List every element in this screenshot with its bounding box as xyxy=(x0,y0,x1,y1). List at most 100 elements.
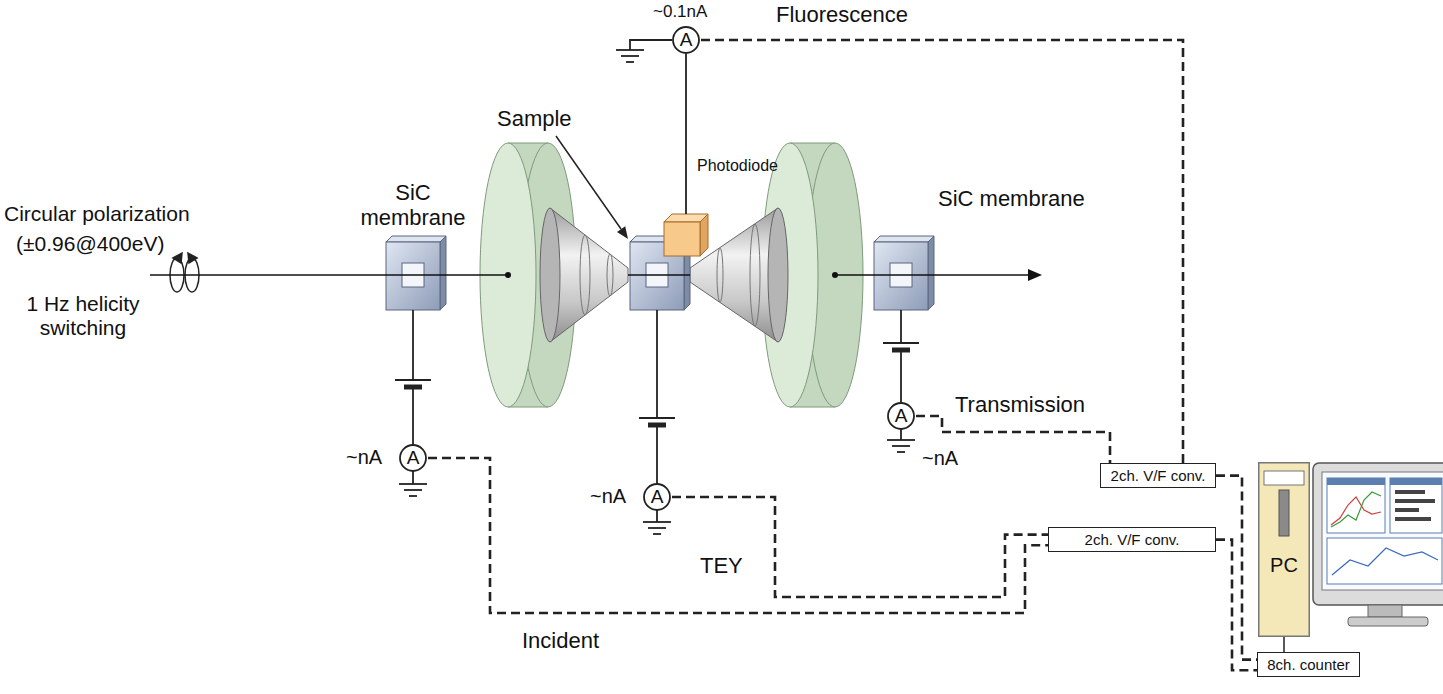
annotation-label: ~0.1nA xyxy=(653,2,707,22)
annotation-label: Incident xyxy=(522,628,599,653)
signal-cable xyxy=(701,40,1183,463)
annotation-label: 1 Hz helicity switching xyxy=(8,292,158,340)
leader-arrow xyxy=(556,136,621,229)
polarization-symbol xyxy=(170,253,199,292)
monitor xyxy=(1395,517,1431,521)
electron-detector-disc xyxy=(607,254,613,296)
polarization-symbol xyxy=(173,253,182,263)
bias-wiring xyxy=(412,310,414,380)
x-ray-beam xyxy=(628,274,690,276)
x-ray-beam xyxy=(835,274,1030,276)
ammeter-outline xyxy=(888,403,914,429)
monitor xyxy=(1348,617,1428,626)
x-ray-beam xyxy=(150,269,1042,281)
bias-wiring xyxy=(892,445,910,447)
node-text: A xyxy=(680,29,693,51)
sic-membrane xyxy=(386,236,446,310)
bias-wiring xyxy=(900,352,902,403)
annotation-label: Photodiode xyxy=(697,157,778,175)
bias-wiring xyxy=(887,439,915,441)
sic-membrane xyxy=(386,236,446,242)
node-text: PC xyxy=(1258,554,1310,577)
x-ray-beam xyxy=(832,272,838,278)
monitor xyxy=(1390,478,1442,485)
annotation-label: TEY xyxy=(700,553,743,578)
annotation-label: Fluorescence xyxy=(776,2,908,27)
annotation-label: Transmission xyxy=(955,392,1085,417)
bias-wiring xyxy=(395,379,431,381)
converter-box: 2ch. V/F conv. xyxy=(1100,463,1216,488)
monitor xyxy=(1395,490,1425,494)
electron-detector-disc xyxy=(790,407,835,408)
node-text: 2ch. V/F conv. xyxy=(1111,467,1206,484)
monitor xyxy=(1390,478,1442,533)
monitor xyxy=(1327,478,1385,533)
leader-arrow xyxy=(617,226,628,239)
bias-wiring xyxy=(685,54,687,214)
signal-cable xyxy=(672,497,1048,597)
annotation-label: (±0.96@400eV) xyxy=(16,232,164,256)
electron-detector-disc xyxy=(790,143,835,144)
counter-box: 8ch. counter xyxy=(1257,652,1360,677)
bias-wiring xyxy=(399,483,427,485)
bias-wiring xyxy=(626,61,634,63)
electron-detector-disc xyxy=(762,143,818,407)
electron-detector-disc xyxy=(750,224,760,326)
node-text: A xyxy=(895,405,908,427)
bias-wiring xyxy=(656,510,658,522)
signal-cable xyxy=(1216,540,1257,671)
annotation-label: ~nA xyxy=(922,447,958,470)
bias-wiring xyxy=(630,40,672,50)
bias-wiring xyxy=(648,527,666,529)
electron-detector-disc xyxy=(550,208,628,342)
bias-wiring xyxy=(616,49,644,51)
electron-detector-disc xyxy=(717,248,723,302)
photodiode-block xyxy=(664,222,700,256)
monitor xyxy=(1313,463,1443,626)
monitor xyxy=(1395,499,1435,503)
bias-wiring xyxy=(900,429,902,440)
bias-wiring xyxy=(639,417,675,419)
photodiode-block xyxy=(664,214,708,256)
signal-cable xyxy=(1216,476,1257,660)
electron-detector-disc xyxy=(508,407,548,408)
monitor xyxy=(1331,497,1381,525)
monitor xyxy=(1313,463,1443,605)
ammeter-symbol: A xyxy=(398,443,428,473)
ammeter-symbol: A xyxy=(671,25,701,55)
drive-slot xyxy=(1264,471,1304,485)
monitor xyxy=(1332,548,1438,575)
electron-detector-disc xyxy=(768,208,788,342)
x-ray-beam xyxy=(505,272,511,278)
leader-arrow xyxy=(556,136,628,239)
x-ray-beam xyxy=(1028,269,1042,281)
bias-wiring xyxy=(643,521,671,523)
ammeter-outline xyxy=(644,484,670,510)
bias-wiring xyxy=(409,495,417,497)
node-text: A xyxy=(651,486,664,508)
drive-slot xyxy=(1279,490,1289,536)
bias-wiring xyxy=(395,40,919,534)
annotation-label: Circular polarization xyxy=(4,202,190,226)
annotation-label: SiC membrane xyxy=(353,180,473,231)
monitor xyxy=(1331,492,1381,527)
polarization-symbol xyxy=(188,253,197,263)
annotation-label: Sample xyxy=(497,106,572,131)
converter-box: 2ch. V/F conv. xyxy=(1048,527,1216,552)
bias-wiring xyxy=(883,342,919,344)
node-text: 8ch. counter xyxy=(1267,656,1350,673)
bias-wiring xyxy=(648,423,666,428)
sic-membrane xyxy=(386,242,440,310)
ammeter-outline xyxy=(673,27,699,53)
monitor xyxy=(1395,508,1419,512)
annotation-label: ~nA xyxy=(590,485,626,508)
bias-wiring xyxy=(897,451,905,453)
bias-wiring xyxy=(656,427,658,484)
annotation-label: SiC membrane xyxy=(938,186,1085,211)
sic-membrane xyxy=(874,236,934,242)
monitor xyxy=(1322,472,1443,590)
x-ray-beam xyxy=(150,274,508,276)
pc-tower-body xyxy=(1259,463,1310,637)
